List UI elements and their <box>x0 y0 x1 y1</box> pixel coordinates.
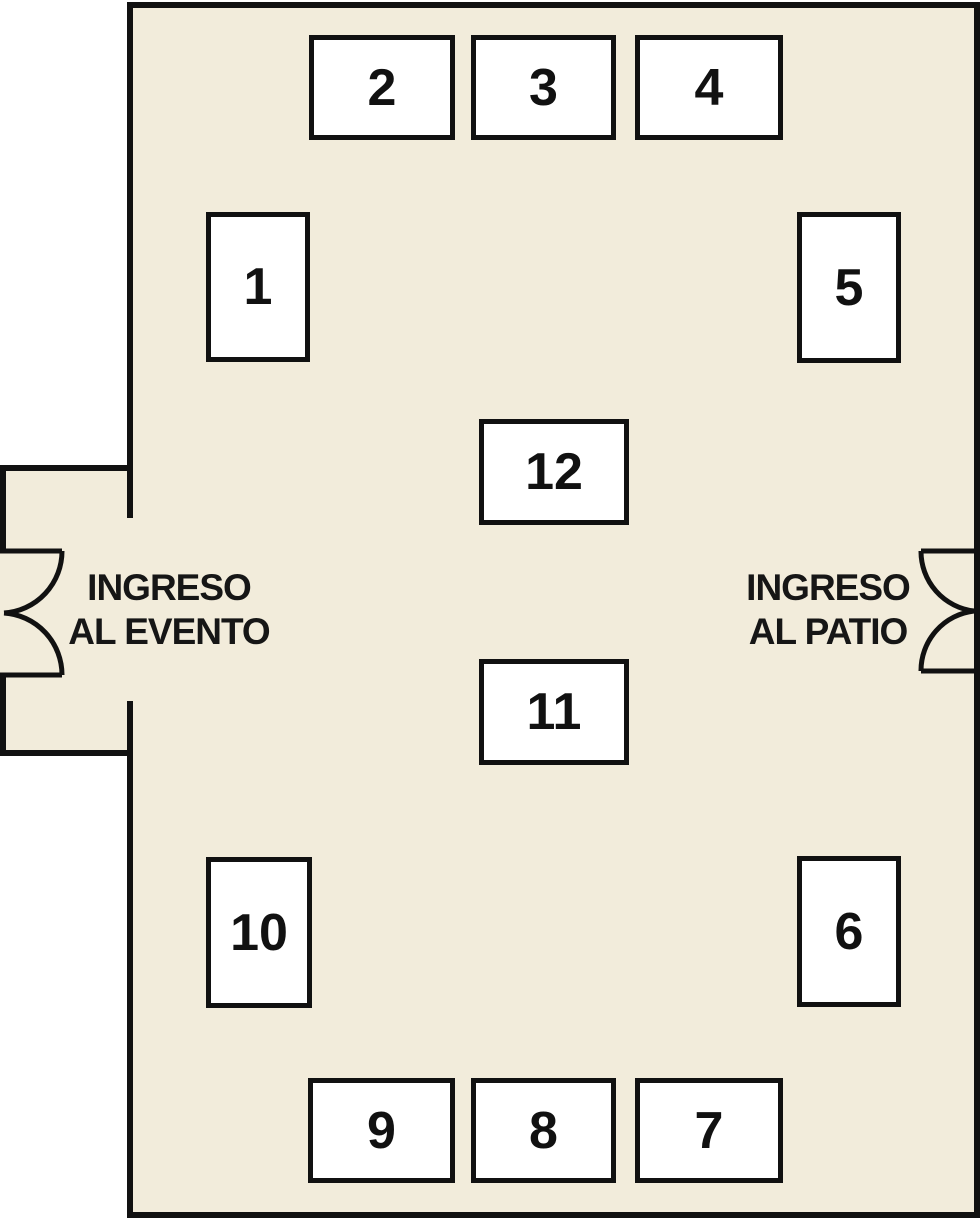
stand-5: 5 <box>797 212 901 363</box>
entrance-label-event: INGRESO AL EVENTO <box>56 566 282 654</box>
stand-12: 12 <box>479 419 629 525</box>
stand-4: 4 <box>635 35 783 140</box>
entrance-event-line1: INGRESO <box>87 567 252 608</box>
vestibule-walls <box>0 465 130 756</box>
stand-10: 10 <box>206 857 312 1008</box>
stand-6: 6 <box>797 856 901 1007</box>
room-outline <box>127 2 980 1218</box>
entrance-patio-line1: INGRESO <box>746 567 911 608</box>
stand-9: 9 <box>308 1078 455 1183</box>
stand-8: 8 <box>471 1078 616 1183</box>
entrance-patio-line2: AL PATIO <box>748 611 909 652</box>
left-wall-door-gap <box>123 518 137 701</box>
stand-1: 1 <box>206 212 310 362</box>
stand-2: 2 <box>309 35 455 140</box>
right-door-swing-icon <box>918 548 977 674</box>
left-door-swing-icon <box>0 548 65 678</box>
entrance-label-patio: INGRESO AL PATIO <box>716 566 940 654</box>
stand-3: 3 <box>471 35 616 140</box>
entrance-event-line2: AL EVENTO <box>68 611 270 652</box>
stand-11: 11 <box>479 659 629 765</box>
stand-7: 7 <box>635 1078 783 1183</box>
